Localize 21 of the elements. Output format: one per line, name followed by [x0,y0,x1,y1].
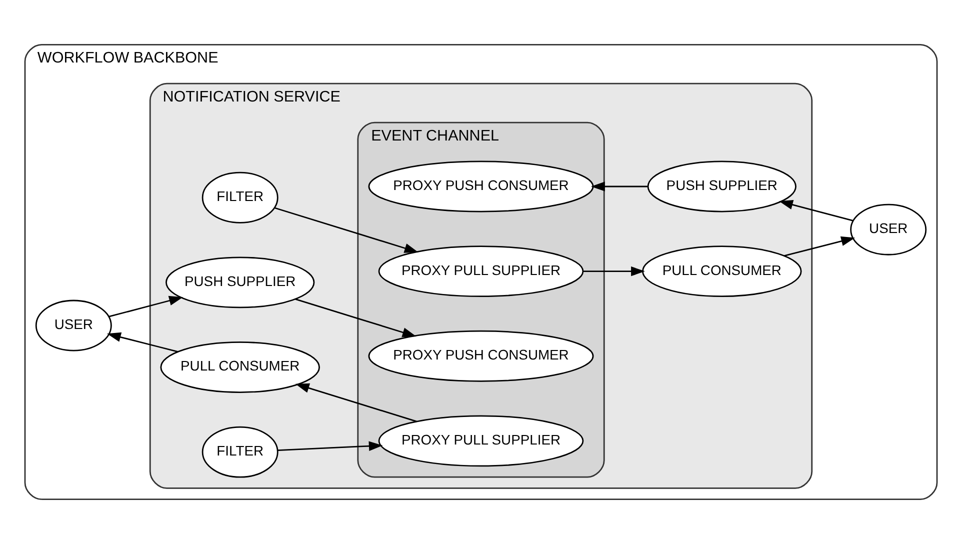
node-ellipse: USER [850,204,927,256]
arrow [295,383,417,422]
node-ellipse: PUSH SUPPLIER [166,256,315,308]
arrow [106,332,178,352]
arrow [278,441,383,452]
arrow [108,296,184,318]
node-ellipse: USER [35,300,112,352]
node-ellipse: PROXY PUSH CONSUMER [368,330,594,382]
node-ellipse: PUSH SUPPLIER [647,160,796,212]
node-ellipse: PROXY PUSH CONSUMER [368,160,594,212]
node-ellipse: PROXY PULL SUPPLIER [378,246,584,298]
arrow [295,298,416,338]
node-ellipse: PULL CONSUMER [642,246,802,298]
node-ellipse: PROXY PULL SUPPLIER [378,415,584,467]
node-ellipse: FILTER [202,426,278,478]
arrow [274,207,418,253]
node-ellipse: FILTER [202,172,278,224]
arrow [784,236,856,256]
arrow [590,182,648,192]
arrow [583,266,645,276]
arrow [778,200,854,222]
